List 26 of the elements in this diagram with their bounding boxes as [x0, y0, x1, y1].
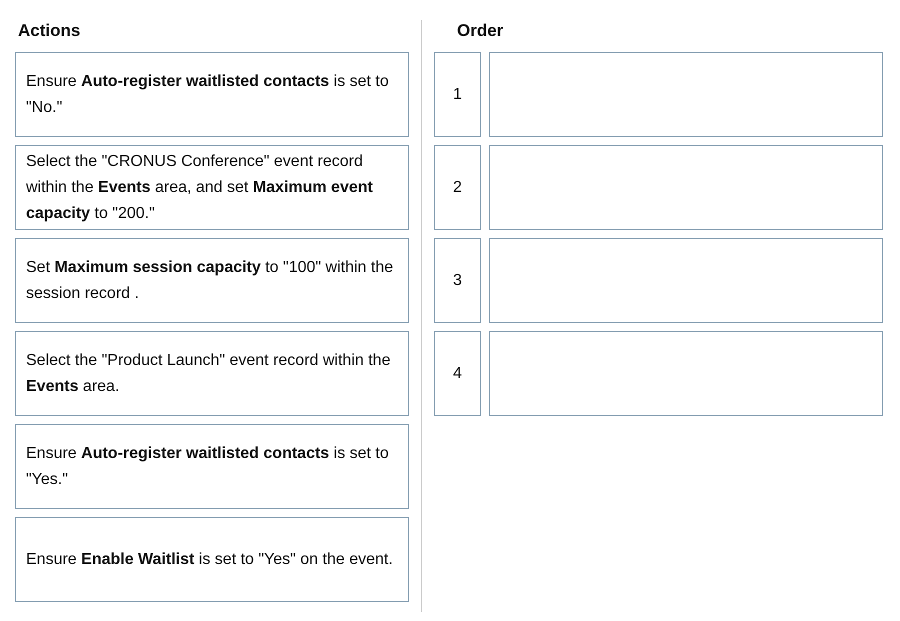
order-number: 2: [452, 178, 463, 196]
order-number-box: [434, 238, 481, 323]
answer-box: [489, 145, 883, 230]
action-text: Select the "Product Launch" event record within the Events area.: [25, 350, 392, 396]
action-card: [15, 331, 409, 416]
action-text: Ensure Auto-register waitlisted contacts is set to "Yes.": [25, 444, 390, 490]
action-card: [15, 52, 409, 137]
answer-box: [489, 238, 883, 323]
order-number-box: [434, 52, 481, 137]
action-card: [15, 238, 409, 323]
action-text: Set Maximum session capacity to "100" within the session record .: [25, 258, 394, 304]
order-number-box: [434, 145, 481, 230]
action-card: [15, 517, 409, 602]
answer-box: [489, 331, 883, 416]
order-number: 3: [452, 272, 463, 290]
action-text: Ensure Auto-register waitlisted contacts is set to "No.": [25, 72, 390, 118]
order-number: 4: [452, 364, 463, 382]
action-card: [15, 145, 409, 230]
action-text: Select the "CRONUS Conference" event record within the Events area, and set Maximum event capacity to "200.": [25, 152, 374, 224]
action-card: [15, 424, 409, 509]
answer-box: [489, 52, 883, 137]
action-text: Ensure Enable Waitlist is set to "Yes" on the event.: [25, 550, 394, 570]
order-number: 1: [452, 86, 463, 104]
column-heading: Order: [457, 21, 504, 41]
column-heading: Actions: [18, 21, 80, 41]
order-number-box: [434, 331, 481, 416]
